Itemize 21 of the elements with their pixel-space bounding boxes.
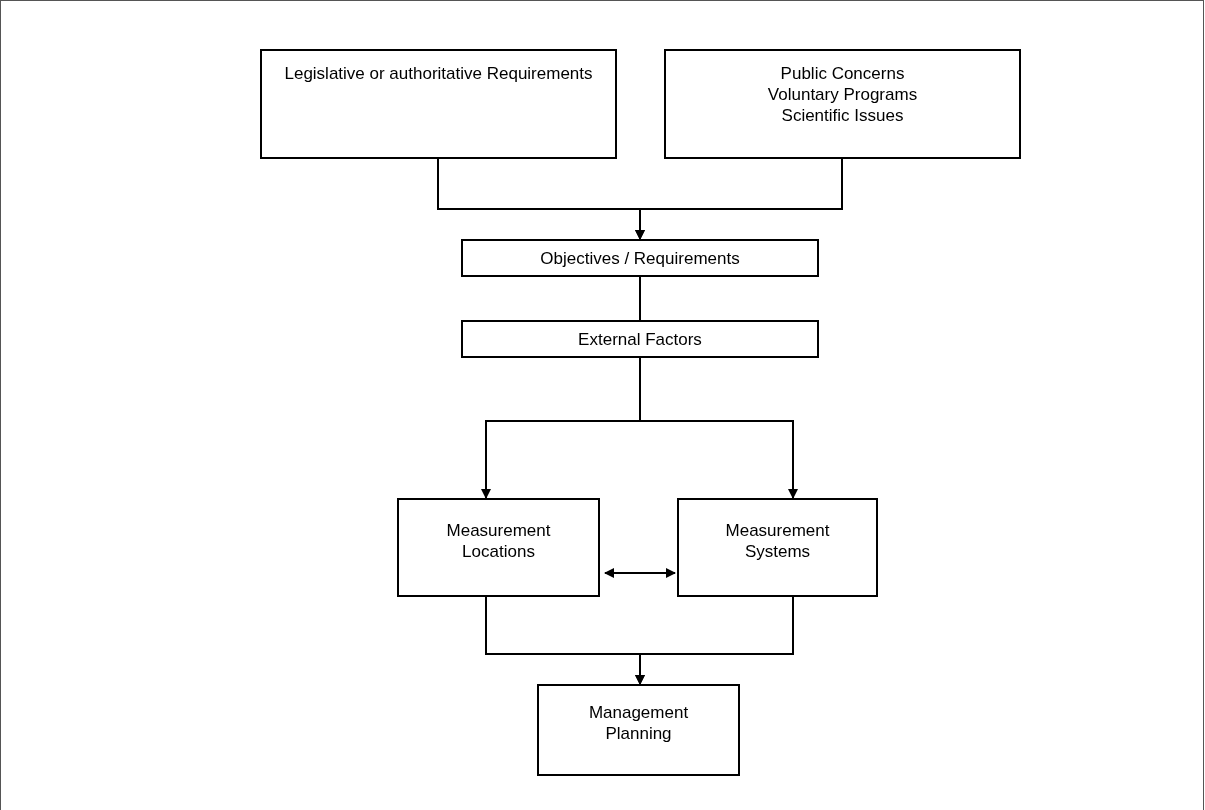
process-box xyxy=(677,498,878,597)
connector-line xyxy=(639,276,641,321)
box-text: External Factors xyxy=(577,328,703,350)
arrow xyxy=(635,596,794,685)
process-box xyxy=(397,498,600,597)
process-box xyxy=(461,239,819,277)
box-text: Legislative or authoritative Requirements xyxy=(283,63,594,84)
process-box xyxy=(260,49,617,159)
box-text: Measurement Locations xyxy=(445,520,552,562)
box-text: Objectives / Requirements xyxy=(539,247,741,269)
box-text: Measurement Systems xyxy=(724,520,831,562)
arrow xyxy=(604,568,676,578)
arrow xyxy=(635,158,843,240)
box-text: Scientific Issues xyxy=(780,105,905,126)
box-text: Voluntary Programs xyxy=(766,84,919,105)
box-text: Management Planning xyxy=(587,702,690,744)
process-box xyxy=(461,320,819,358)
box-text: Public Concerns xyxy=(779,63,906,84)
process-box xyxy=(537,684,740,776)
arrow xyxy=(639,357,798,499)
process-box xyxy=(664,49,1021,159)
